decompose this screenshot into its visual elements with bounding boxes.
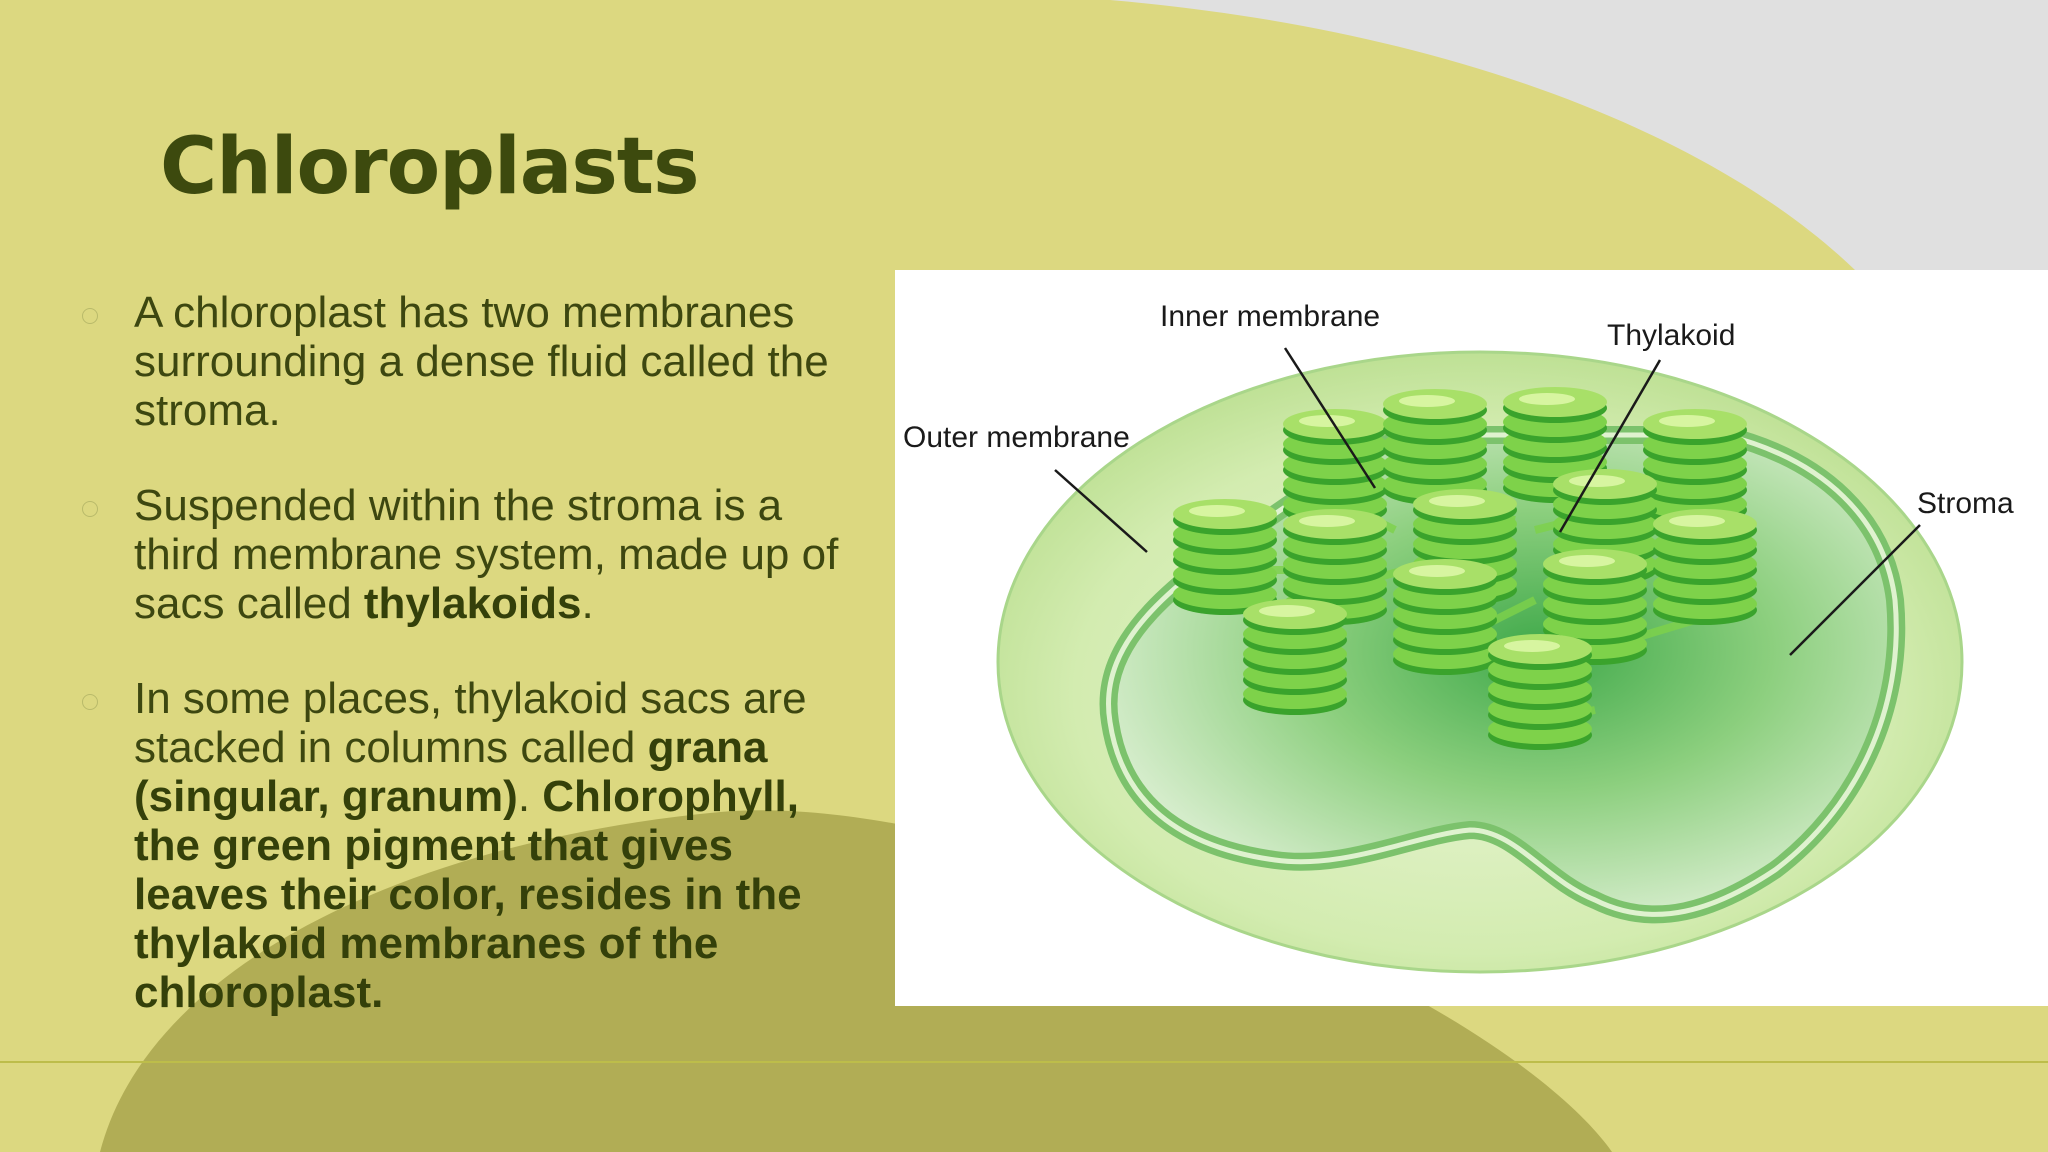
bullet-list: A chloroplast has two membranes surround…: [82, 288, 872, 1063]
slide-title: Chloroplasts: [160, 122, 699, 212]
bullet-item: Suspended within the stroma is a third m…: [82, 481, 872, 628]
olive-blob-shape: [100, 810, 1612, 1152]
label-stroma: Stroma: [1917, 487, 2014, 520]
chloroplast-diagram: Inner membrane Thylakoid Outer membrane …: [895, 270, 2048, 1006]
bullet-text-bold: grana (singular, granum): [134, 723, 768, 821]
bullet-circle-icon: [82, 501, 98, 517]
bullet-item: A chloroplast has two membranes surround…: [82, 288, 872, 435]
bullet-circle-icon: [82, 694, 98, 710]
label-inner-membrane: Inner membrane: [1160, 300, 1380, 333]
chloroplast-illustration: Inner membrane Thylakoid Outer membrane …: [903, 300, 2014, 974]
bullet-text: Suspended within the stroma is a third m…: [134, 481, 839, 628]
grey-corner-shape: [1110, 0, 2048, 270]
footer-divider: [0, 1061, 2048, 1063]
bullet-text: .: [517, 772, 543, 821]
bullet-text: A chloroplast has two membranes surround…: [134, 288, 829, 435]
bullet-circle-icon: [82, 308, 98, 324]
bullet-text: In some places, thylakoid sacs are stack…: [134, 674, 807, 772]
label-thylakoid: Thylakoid: [1607, 319, 1735, 352]
label-outer-membrane: Outer membrane: [903, 421, 1130, 454]
label-leader-lines: [1054, 347, 1921, 656]
bullet-text-bold: thylakoids: [363, 579, 582, 628]
bullet-item: In some places, thylakoid sacs are stack…: [82, 674, 872, 1017]
bullet-text: .: [581, 579, 594, 628]
bullet-text-bold: Chlorophyll, the green pigment that give…: [134, 772, 802, 1017]
